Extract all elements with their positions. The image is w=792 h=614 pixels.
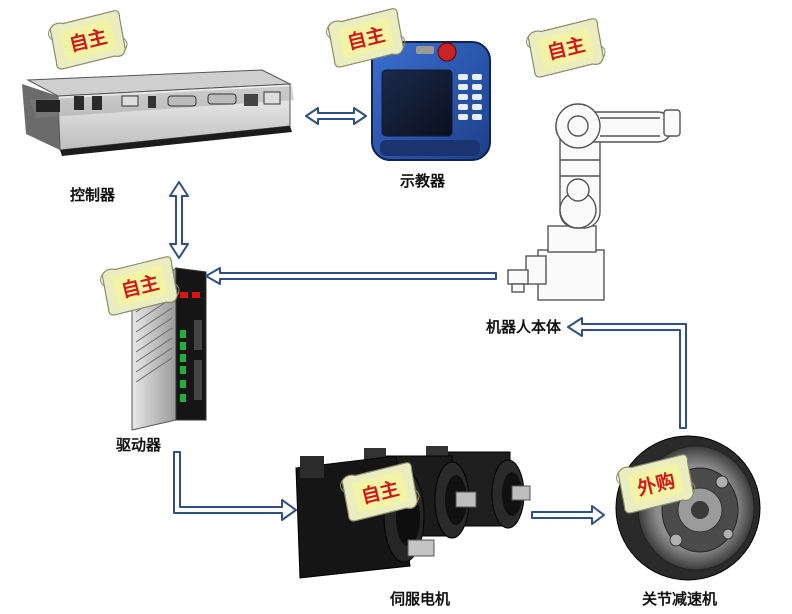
teach-pendant-label: 示教器 (400, 170, 445, 191)
arrow-driver-motor (174, 452, 296, 520)
arrow-robot-driver (206, 268, 496, 284)
driver-label: 驱动器 (116, 434, 161, 455)
robot-arm-image (508, 104, 680, 300)
reducer-label: 关节减速机 (642, 588, 717, 609)
tag-controller: 自主 (46, 8, 129, 71)
controller-image (22, 70, 294, 156)
controller-label: 控制器 (70, 184, 115, 205)
arrow-controller-driver (170, 182, 188, 258)
servo-motors-image (296, 446, 530, 578)
arrow-motor-reducer (532, 506, 604, 524)
teach-pendant-image (372, 42, 490, 160)
arrow-reducer-robot (568, 318, 686, 428)
servo-motor-label: 伺服电机 (390, 588, 450, 609)
robot-body-label: 机器人本体 (486, 316, 561, 337)
tag-robot-body: 自主 (524, 16, 607, 79)
arrow-controller-pendant (306, 108, 366, 124)
